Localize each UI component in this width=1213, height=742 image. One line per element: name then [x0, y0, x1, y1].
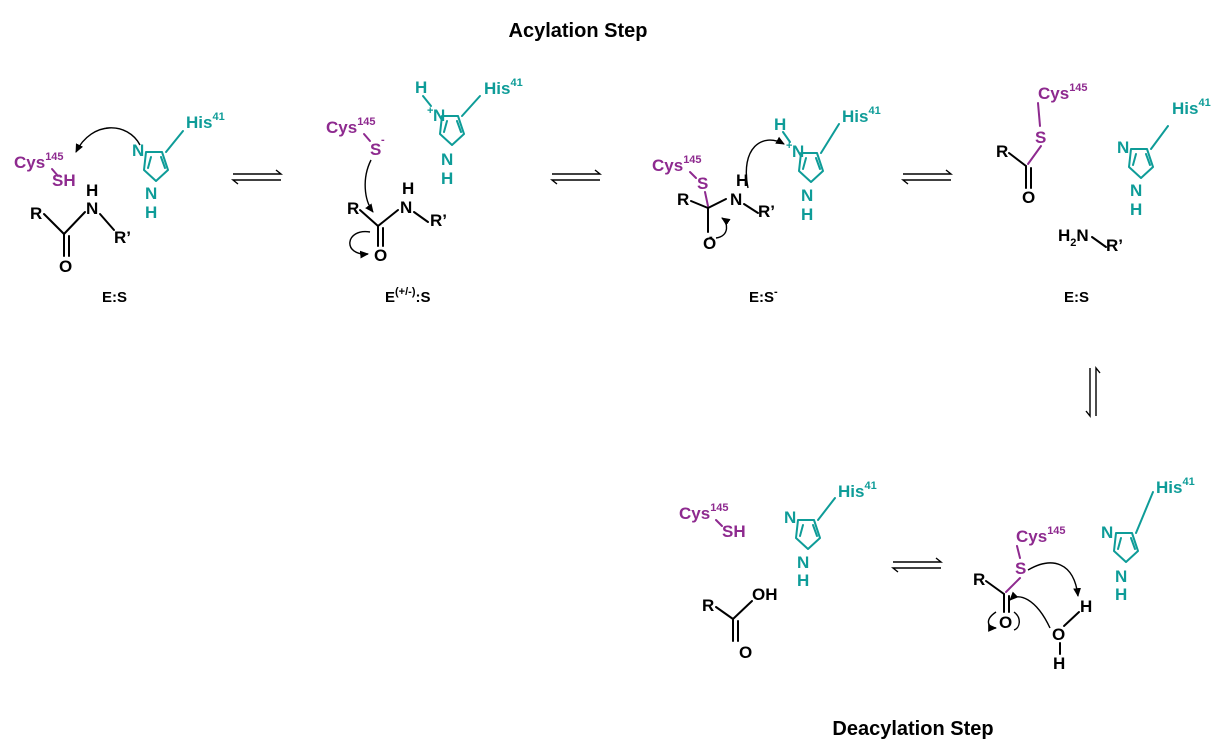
stage-label-es-2: E:S	[1064, 289, 1089, 306]
svg-text:H: H	[415, 78, 427, 97]
svg-text:H: H	[1053, 654, 1065, 673]
svg-text:N: N	[1117, 138, 1129, 157]
svg-text:R: R	[702, 596, 714, 615]
acylation-title: Acylation Step	[509, 20, 648, 42]
svg-text:Cys145: Cys145	[326, 116, 376, 137]
svg-text:R: R	[677, 190, 689, 209]
svg-text:H: H	[441, 169, 453, 188]
svg-text:-: -	[709, 231, 713, 243]
svg-text:-: -	[381, 134, 385, 146]
svg-text:His41: His41	[186, 111, 225, 132]
svg-text:N: N	[433, 106, 445, 125]
svg-text:N: N	[784, 508, 796, 527]
stage-2-e-zwitterion: Cys145 S - His41 + N H N H R O H N R’ E(…	[326, 77, 523, 306]
stage-6-hydrolysis: Cys145 S R O His41 N N H H O H	[973, 476, 1195, 673]
stage-label-es-1: E:S	[102, 289, 127, 306]
svg-text:R: R	[30, 204, 42, 223]
cys-label: Cys	[14, 153, 45, 172]
svg-text:N: N	[400, 198, 412, 217]
svg-text:S: S	[1015, 559, 1026, 578]
svg-text:N: N	[1101, 523, 1113, 542]
stage-label-es-minus: E:S-	[749, 286, 778, 306]
svg-text:Cys145: Cys145	[1038, 82, 1088, 103]
svg-text:R’: R’	[430, 211, 447, 230]
svg-text:R’: R’	[758, 202, 775, 221]
stage-3-tetrahedral: Cys145 S His41 + N H N H R H N R’ O - E:…	[652, 105, 881, 306]
svg-text:His41: His41	[842, 105, 881, 126]
svg-text:N: N	[1115, 567, 1127, 586]
svg-text:H: H	[736, 171, 748, 190]
svg-text:Cys145: Cys145	[679, 502, 729, 523]
svg-text:R’: R’	[1106, 236, 1123, 255]
stage-1-es: Cys145 SH His41 N N H R O H N R’ E:S	[14, 111, 225, 306]
svg-text:N: N	[801, 186, 813, 205]
stage-5-products: Cys145 SH His41 N N H R OH O	[679, 480, 877, 662]
svg-text:H: H	[1080, 597, 1092, 616]
svg-text:N: N	[86, 199, 98, 218]
svg-text:Cys145: Cys145	[14, 151, 64, 172]
equilibrium-arrow-vertical	[1085, 366, 1101, 418]
svg-text:His41: His41	[1172, 97, 1211, 118]
equilibrium-arrow-bottom	[891, 557, 943, 573]
svg-text:O: O	[999, 613, 1012, 632]
stage-label-e-zwitterion: E(+/-):S	[385, 286, 431, 306]
svg-text:H: H	[797, 571, 809, 590]
svg-text:N: N	[792, 142, 804, 161]
deacylation-title: Deacylation Step	[832, 718, 993, 740]
svg-text:R: R	[973, 570, 985, 589]
svg-text:O: O	[739, 643, 752, 662]
svg-text:H: H	[86, 181, 98, 200]
equilibrium-arrow-1	[231, 169, 283, 185]
his-label: His	[186, 113, 212, 132]
svg-text:N: N	[1130, 181, 1142, 200]
stage-4-acyl-enzyme: Cys145 S R O His41 N N H H2N R’ E:S	[996, 82, 1211, 306]
svg-text:N: N	[730, 190, 742, 209]
svg-text:H: H	[774, 115, 786, 134]
svg-text:R: R	[996, 142, 1008, 161]
svg-text:N: N	[441, 150, 453, 169]
svg-text:OH: OH	[752, 585, 778, 604]
svg-text:H2N: H2N	[1058, 226, 1089, 249]
svg-text:SH: SH	[722, 522, 746, 541]
svg-text:Cys145: Cys145	[1016, 525, 1066, 546]
svg-text:S: S	[1035, 128, 1046, 147]
svg-text:S: S	[697, 174, 708, 193]
svg-text:H: H	[1130, 200, 1142, 219]
svg-text:+: +	[427, 105, 433, 117]
svg-text:O: O	[1052, 625, 1065, 644]
svg-text:+: +	[786, 140, 792, 152]
his-nh-h: H	[145, 203, 157, 222]
thiol-label: SH	[52, 171, 76, 190]
svg-text:R’: R’	[114, 228, 131, 247]
equilibrium-arrow-2	[550, 169, 602, 185]
svg-text:H: H	[801, 205, 813, 224]
svg-text:His41: His41	[838, 480, 877, 501]
svg-text:O: O	[703, 234, 716, 253]
svg-text:O: O	[1022, 188, 1035, 207]
his-n-label: N	[132, 141, 144, 160]
svg-text:His41: His41	[484, 77, 523, 98]
svg-text:H: H	[1115, 585, 1127, 604]
svg-text:Cys145: Cys145	[652, 154, 702, 175]
his-nh-n: N	[145, 184, 157, 203]
svg-text:O: O	[374, 246, 387, 265]
svg-text:R: R	[347, 199, 359, 218]
svg-text:H: H	[402, 179, 414, 198]
equilibrium-arrow-3	[901, 169, 953, 185]
svg-text:O: O	[59, 257, 72, 276]
svg-text:S: S	[370, 140, 381, 159]
svg-text:N: N	[797, 553, 809, 572]
svg-text:His41: His41	[1156, 476, 1195, 497]
